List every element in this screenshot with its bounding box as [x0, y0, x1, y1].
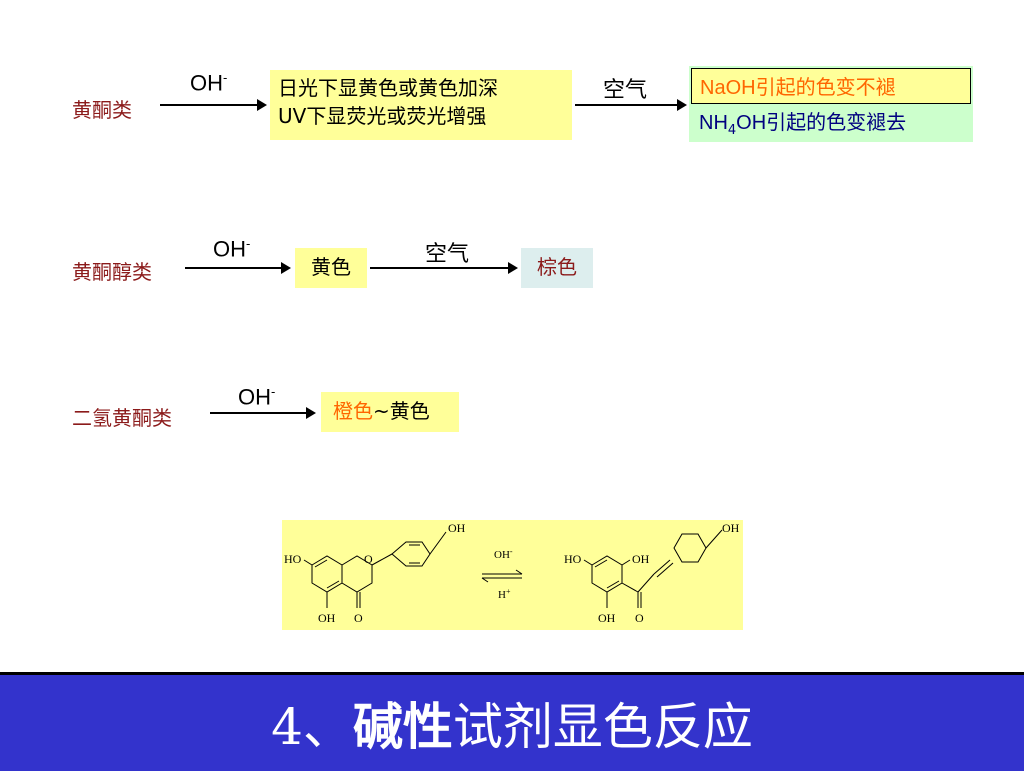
- right-oh-mid: OH: [632, 552, 650, 566]
- structure-panel: OH HO O OH O OH- H+ OH HO OH OH O: [282, 520, 743, 630]
- row1-result1: NaOH引起的色变不褪: [691, 68, 971, 104]
- left-oh-top: OH: [448, 521, 466, 535]
- right-o-bottom: O: [635, 611, 644, 625]
- row2-arrow1: [185, 262, 291, 274]
- row3-arrow1: [210, 407, 316, 419]
- row1-box-line2: UV下显荧光或荧光增强: [278, 104, 487, 128]
- left-a-ring: [311, 555, 343, 593]
- row1-box-line1: 日光下显黄色或黄色加深: [278, 76, 498, 100]
- left-o-ring: O: [364, 552, 373, 566]
- row1-arrow1: [160, 99, 267, 111]
- row2-air-label: 空气: [425, 242, 470, 267]
- left-ho: HO: [284, 552, 302, 566]
- row2-arrow2: [370, 262, 518, 274]
- row1-label: 黄酮类: [72, 98, 132, 122]
- structure-diagram: OH HO O OH O OH- H+ OH HO OH OH O: [284, 521, 740, 625]
- row3-box: 橙色~黄色: [321, 392, 459, 432]
- right-b-ring: [673, 533, 707, 563]
- footer-title: 4、碱性试剂显色反应: [271, 697, 753, 756]
- left-oh-bottom: OH: [318, 611, 336, 625]
- right-oh-bottom: OH: [598, 611, 616, 625]
- row2-reagent: OH-: [213, 236, 251, 262]
- row3-label: 二氢黄酮类: [72, 406, 172, 430]
- eq-top: OH-: [494, 547, 513, 561]
- left-b-ring: [391, 541, 431, 567]
- right-a-ring: [591, 555, 623, 593]
- eq-bottom: H+: [498, 587, 511, 601]
- row1-arrow2: [575, 99, 687, 111]
- row2-box2: 棕色: [521, 248, 593, 288]
- row2-label: 黄酮醇类: [72, 260, 152, 284]
- right-oh-top: OH: [722, 521, 740, 535]
- row1-box: 日光下显黄色或黄色加深 UV下显荧光或荧光增强: [270, 70, 572, 140]
- row1-result2: NH4OH引起的色变褪去: [699, 110, 907, 138]
- row1-air-label: 空气: [603, 78, 648, 103]
- right-ho: HO: [564, 552, 582, 566]
- row1-reagent: OH-: [190, 70, 228, 96]
- left-c-ring: [341, 555, 373, 593]
- footer-title-bar: 4、碱性试剂显色反应: [0, 672, 1024, 771]
- left-o-bottom: O: [354, 611, 363, 625]
- row2-box1: 黄色: [295, 248, 367, 288]
- row3-reagent: OH-: [238, 384, 276, 410]
